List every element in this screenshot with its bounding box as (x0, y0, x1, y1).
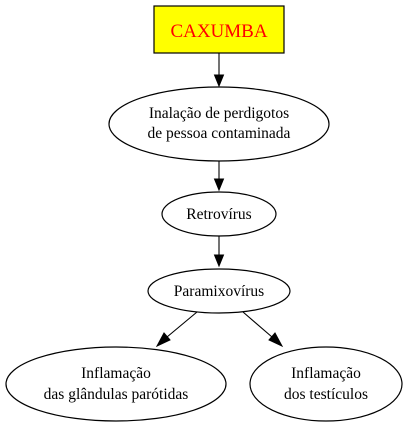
node-paramixovirus-ellipse (147, 268, 291, 314)
arrowhead-icon (213, 74, 225, 88)
node-parotidas-label-line2: das glândulas parótidas (44, 386, 189, 403)
arrowhead-icon (213, 178, 225, 192)
node-paramixovirus: Paramixovírus (147, 268, 291, 314)
node-parotidas-ellipse (5, 346, 227, 422)
edges (155, 53, 284, 348)
node-testiculos-label-line2: dos testículos (284, 386, 368, 403)
node-retrovirus: Retrovírus (161, 191, 277, 237)
edge-paramixovirus-parotidas (166, 311, 198, 338)
node-caxumba: CAXUMBA (153, 5, 285, 54)
node-caxumba-box (153, 5, 285, 54)
node-inalacao-label-line2: de pessoa contaminada (148, 125, 291, 142)
arrowhead-icon (155, 332, 171, 348)
arrowhead-icon (213, 254, 225, 268)
node-retrovirus-ellipse (161, 191, 277, 237)
arrowhead-icon (268, 332, 284, 348)
node-testiculos-label-line1: Inflamação (291, 365, 361, 382)
node-paramixovirus-label: Paramixovírus (174, 283, 264, 300)
node-inalacao: Inalação de perdigotos de pessoa contami… (108, 86, 330, 162)
node-caxumba-label: CAXUMBA (170, 21, 267, 42)
node-testiculos: Inflamação dos testículos (249, 346, 403, 422)
node-testiculos-ellipse (249, 346, 403, 422)
node-inalacao-label-line1: Inalação de perdigotos (149, 105, 289, 122)
node-inalacao-ellipse (108, 86, 330, 162)
node-retrovirus-label: Retrovírus (186, 206, 251, 223)
node-parotidas-label-line1: Inflamação (81, 365, 151, 382)
edge-paramixovirus-testiculos (242, 311, 273, 338)
node-parotidas: Inflamação das glândulas parótidas (5, 346, 227, 422)
